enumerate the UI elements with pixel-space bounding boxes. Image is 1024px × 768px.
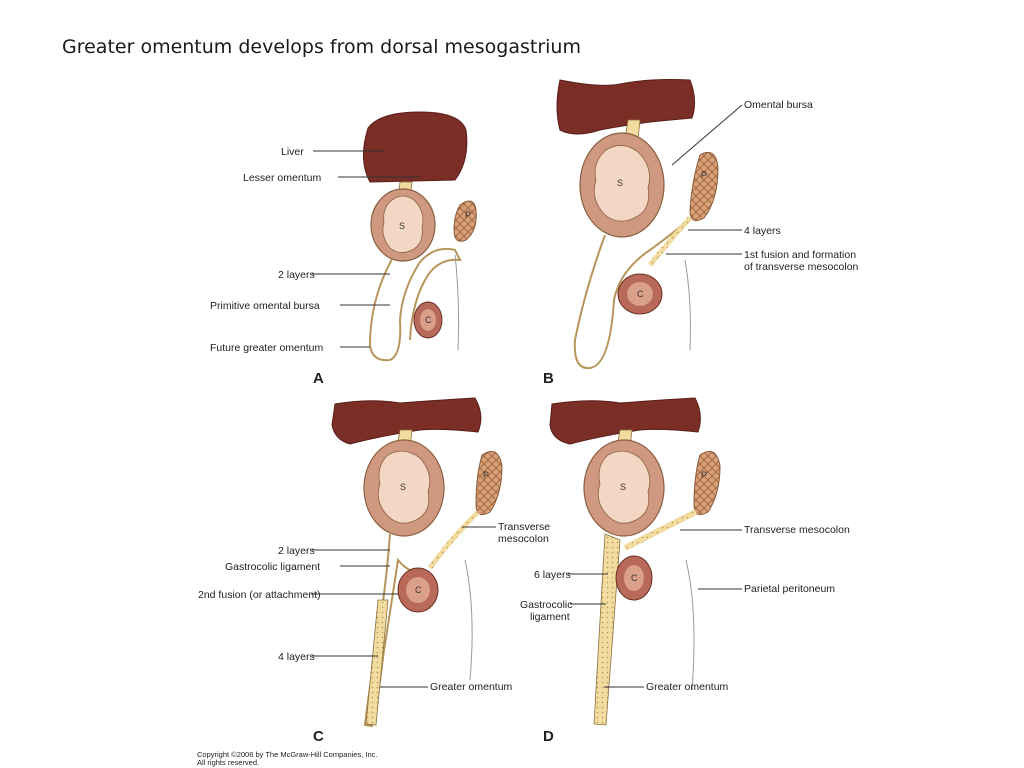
label-omental-bursa: Omental bursa: [744, 99, 813, 111]
label-future-omentum: Future greater omentum: [210, 342, 323, 354]
copyright-line-2: All rights reserved.: [197, 758, 260, 767]
label-6-layers: 6 layers: [534, 569, 571, 581]
mesocolon-c: [427, 510, 480, 570]
label-second-fusion: 2nd fusion (or attachment): [198, 589, 321, 601]
label-parietal: Parietal peritoneum: [744, 583, 835, 595]
copyright-notice: Copyright ©2006 by The McGraw-Hill Compa…: [197, 751, 377, 767]
panel-letter-c: C: [313, 728, 324, 745]
stomach-lumen-b: [593, 145, 651, 222]
omentum-fill-c: [365, 599, 389, 726]
pancreas-letter-b: P: [701, 170, 707, 180]
label-first-fusion-2: of transverse mesocolon: [744, 261, 859, 273]
label-greater-omentum-d: Greater omentum: [646, 681, 729, 693]
stomach-letter-c: S: [400, 482, 406, 492]
stomach-letter-b: S: [617, 178, 623, 188]
colon-letter-a: C: [425, 315, 432, 325]
liver-a: [363, 111, 468, 183]
stomach-lumen-d: [597, 450, 651, 524]
label-transverse-c-2: mesocolon: [498, 533, 549, 545]
pancreas-d: [693, 450, 721, 516]
pancreas-b: [689, 151, 719, 222]
label-4-layers-c: 4 layers: [278, 651, 315, 663]
panel-d: S P C 6 layers Gastrocolic ligament Tran…: [520, 397, 850, 745]
label-4-layers-b: 4 layers: [744, 225, 781, 237]
label-gastrocolic-d-1: Gastrocolic: [520, 599, 573, 611]
liver-b: [556, 79, 696, 135]
pancreas-a: [453, 200, 477, 242]
panel-a: S P C Liver Lesser omentum 2 layers Prim…: [210, 111, 477, 387]
liver-d: [549, 397, 701, 445]
label-first-fusion-1: 1st fusion and formation: [744, 249, 856, 261]
panel-letter-a: A: [313, 370, 324, 387]
label-liver: Liver: [281, 146, 304, 158]
panel-c: S P C 2 layers Gastrocolic ligament 2nd …: [198, 397, 550, 745]
label-lesser-omentum: Lesser omentum: [243, 172, 321, 184]
slide-title: Greater omentum develops from dorsal mes…: [62, 36, 581, 58]
label-gastrocolic-c: Gastrocolic ligament: [225, 561, 320, 573]
pancreas-c: [475, 450, 503, 516]
stomach-lumen-c: [377, 450, 431, 524]
stomach-letter-d: S: [620, 482, 626, 492]
bursa-loop-b: [573, 217, 691, 370]
pancreas-letter-d: P: [701, 470, 707, 480]
stomach-lumen-a: [382, 195, 424, 253]
label-transverse-c-1: Transverse: [498, 521, 550, 533]
pancreas-letter-a: P: [465, 210, 471, 220]
pancreas-letter-c: P: [483, 470, 489, 480]
label-2-layers-a: 2 layers: [278, 269, 315, 281]
label-transverse-d: Transverse mesocolon: [744, 524, 850, 536]
colon-letter-b: C: [637, 289, 644, 299]
colon-letter-d: C: [631, 573, 638, 583]
label-2-layers-c: 2 layers: [278, 545, 315, 557]
colon-letter-c: C: [415, 585, 422, 595]
panel-letter-d: D: [543, 728, 554, 745]
omentum-fill-d: [593, 533, 621, 726]
copyright-line-1: Copyright ©2006 by The McGraw-Hill Compa…: [197, 750, 378, 759]
stomach-letter-a: S: [399, 221, 405, 231]
bursa-loop-a: [368, 247, 462, 362]
panel-letter-b: B: [543, 370, 554, 387]
label-gastrocolic-d-2: ligament: [530, 611, 570, 623]
mesocolon-b: [648, 216, 692, 267]
label-greater-omentum-c: Greater omentum: [430, 681, 513, 693]
mesocolon-d: [623, 509, 698, 551]
liver-c: [331, 397, 482, 445]
label-primitive-bursa: Primitive omental bursa: [210, 300, 320, 312]
panel-b: S P C Omental bursa 4 layers 1st fusion …: [543, 79, 859, 387]
